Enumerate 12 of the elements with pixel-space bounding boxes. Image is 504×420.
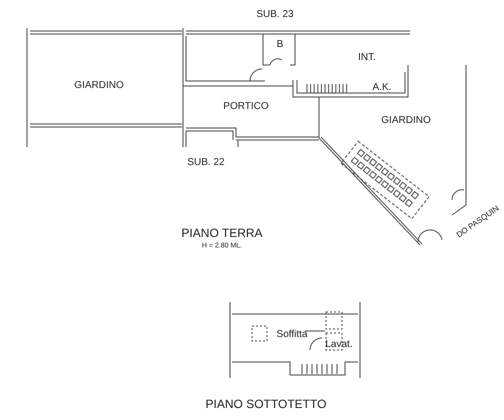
unit-label: SUB. 23: [256, 10, 294, 20]
room-label: PORTICO: [223, 102, 269, 112]
room-label: GIARDINO: [74, 81, 124, 91]
room-label: Lavat.: [325, 340, 353, 350]
room-label: A.K.: [372, 83, 392, 93]
room-label: INT.: [358, 53, 376, 63]
unit-label: SUB. 22: [187, 158, 225, 168]
room-label: GIARDINO: [381, 116, 431, 126]
room-label: Soffitta: [276, 330, 308, 340]
floor-title: PIANO SOTTOTETTO: [206, 398, 326, 410]
floor-title: PIANO TERRA: [181, 227, 263, 239]
room-label: B: [276, 40, 284, 50]
